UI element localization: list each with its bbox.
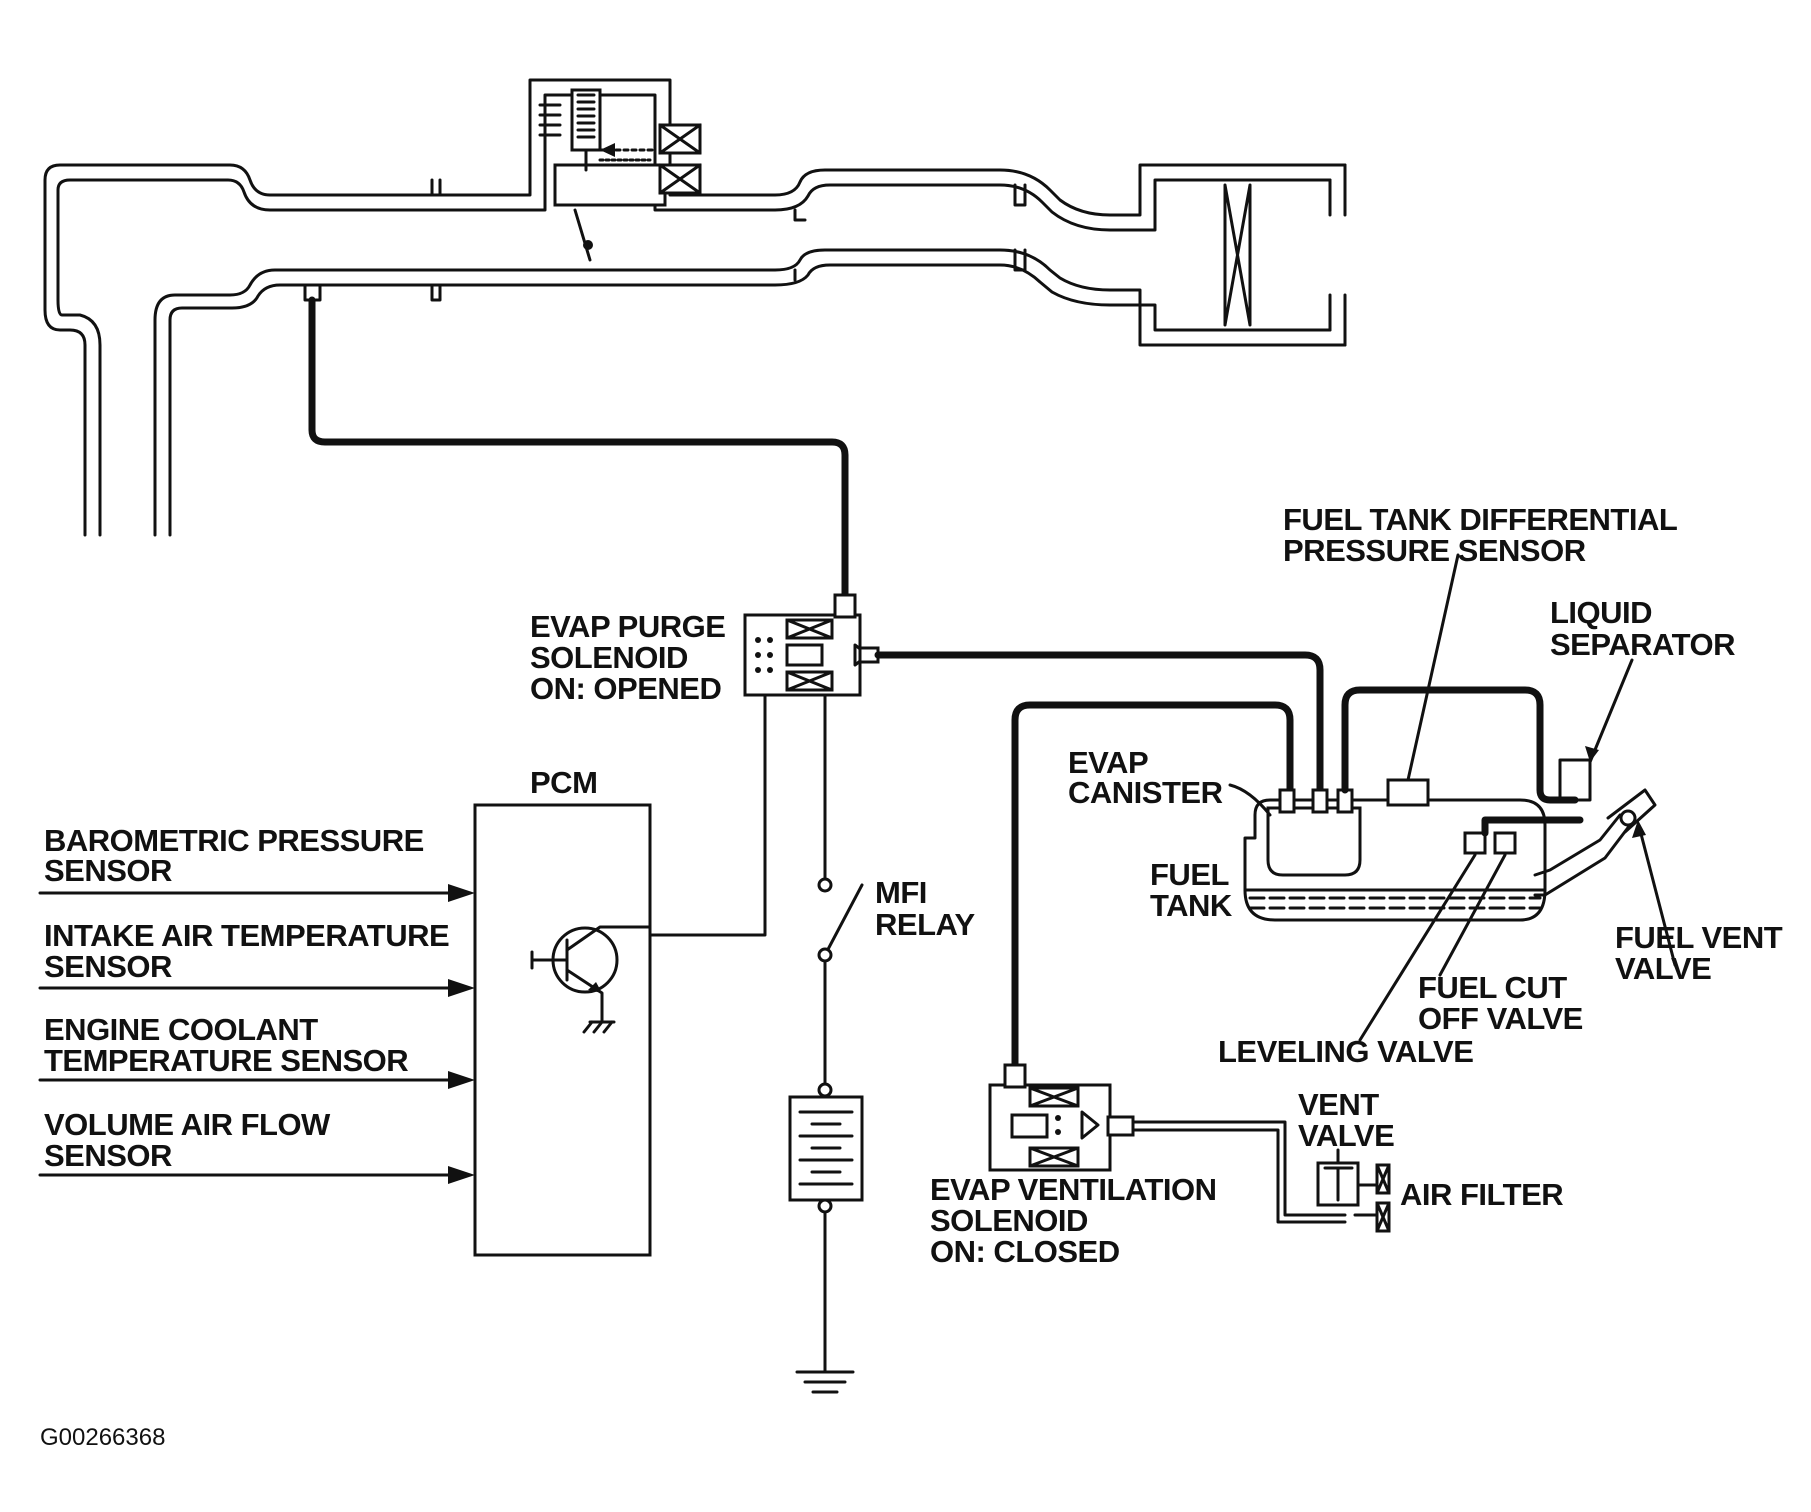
fuel-cut-off-label-1: FUEL CUT bbox=[1418, 970, 1567, 1005]
fuel-tank-label-2: TANK bbox=[1150, 888, 1233, 923]
vent-line bbox=[1131, 1120, 1347, 1224]
purge-to-canister-hose bbox=[874, 651, 1324, 819]
leveling-valve-label: LEVELING VALVE bbox=[1218, 1034, 1473, 1069]
vent-valve-label-2: VALVE bbox=[1298, 1118, 1394, 1153]
volume-air-label-2: SENSOR bbox=[44, 1138, 172, 1173]
leader-lines bbox=[1228, 553, 1677, 1042]
power-circuit bbox=[788, 693, 864, 1394]
fuel-tank-diff-label-2: PRESSURE SENSOR bbox=[1283, 533, 1586, 568]
tank-hoses bbox=[1341, 686, 1584, 837]
intake-air-label-2: SENSOR bbox=[44, 949, 172, 984]
fuel-tank bbox=[1243, 778, 1657, 922]
intake-air-label-1: INTAKE AIR TEMPERATURE bbox=[44, 918, 449, 953]
evap-ventilation-solenoid bbox=[988, 1063, 1135, 1172]
pcm bbox=[473, 803, 652, 1257]
fuel-cut-off-label-2: OFF VALVE bbox=[1418, 1001, 1583, 1036]
evap-purge-label-1: EVAP PURGE bbox=[530, 609, 725, 644]
liquid-separator-label-1: LIQUID bbox=[1550, 595, 1652, 630]
purge-vacuum-hose bbox=[308, 296, 849, 599]
figure-code: G00266368 bbox=[40, 1424, 165, 1451]
pcm-label: PCM bbox=[530, 765, 597, 800]
evap-canister-label-2: CANISTER bbox=[1068, 775, 1223, 810]
fuel-vent-valve-label-1: FUEL VENT bbox=[1615, 920, 1783, 955]
barometric-label-1: BAROMETRIC PRESSURE bbox=[44, 823, 424, 858]
liquid-separator-label-2: SEPARATOR bbox=[1550, 627, 1735, 662]
fuel-vent-valve-label-2: VALVE bbox=[1615, 951, 1711, 986]
evap-ventilation-label-1: EVAP VENTILATION bbox=[930, 1172, 1217, 1207]
evap-purge-label-3: ON: OPENED bbox=[530, 671, 721, 706]
evap-purge-label-2: SOLENOID bbox=[530, 640, 688, 675]
vent-valve bbox=[1316, 1148, 1391, 1233]
labels: EVAP PURGE SOLENOID ON: OPENED PCM BAROM… bbox=[40, 502, 1783, 1451]
evap-purge-solenoid bbox=[743, 593, 880, 697]
mfi-relay-label-2: RELAY bbox=[875, 907, 976, 942]
intake-manifold bbox=[43, 78, 1347, 537]
throttle-body-assembly bbox=[538, 88, 702, 262]
canister-to-ventilation-hose bbox=[1011, 701, 1294, 1074]
vent-valve-label-1: VENT bbox=[1298, 1087, 1379, 1122]
fuel-tank-diff-label-1: FUEL TANK DIFFERENTIAL bbox=[1283, 502, 1677, 537]
coolant-label-1: ENGINE COOLANT bbox=[44, 1012, 318, 1047]
barometric-label-2: SENSOR bbox=[44, 853, 172, 888]
evap-ventilation-label-3: ON: CLOSED bbox=[930, 1234, 1120, 1269]
evap-canister-label-1: EVAP bbox=[1068, 745, 1148, 780]
fuel-tank-label-1: FUEL bbox=[1150, 857, 1229, 892]
mfi-relay-label-1: MFI bbox=[875, 875, 927, 910]
coolant-label-2: TEMPERATURE SENSOR bbox=[44, 1043, 408, 1078]
sensor-inputs bbox=[38, 884, 475, 1184]
volume-air-label-1: VOLUME AIR FLOW bbox=[44, 1107, 331, 1142]
liquid-separator bbox=[1558, 758, 1592, 802]
evap-ventilation-label-2: SOLENOID bbox=[930, 1203, 1088, 1238]
air-filter-label: AIR FILTER bbox=[1400, 1177, 1563, 1212]
